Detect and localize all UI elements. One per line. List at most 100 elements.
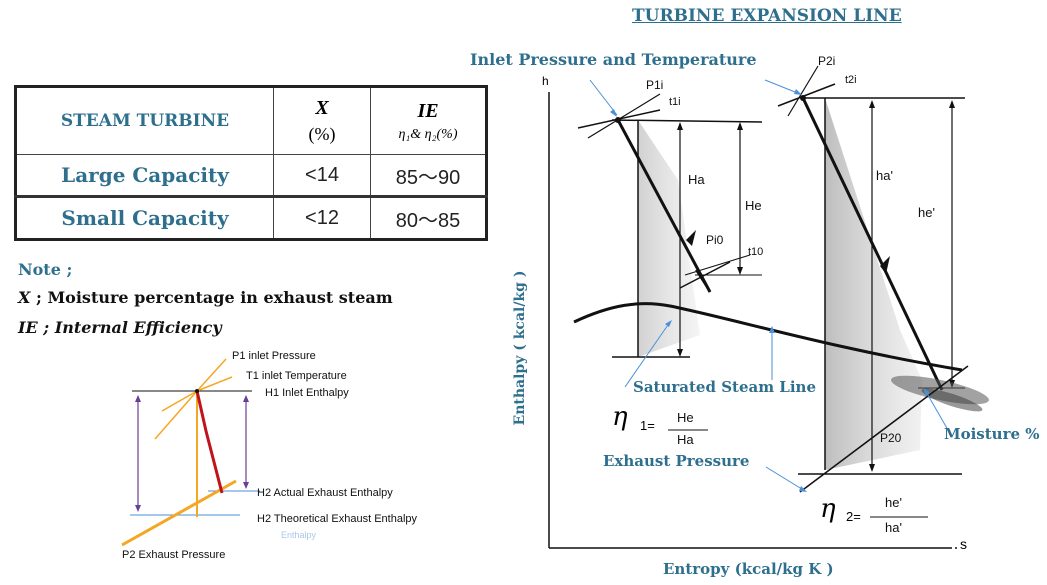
eta1-symbol: η: [612, 402, 628, 432]
label-h2-actual: H2 Actual Exhaust Enthalpy: [257, 487, 393, 499]
header-ie: IE η₁& η₂(%): [370, 86, 487, 155]
arrow-head: [869, 464, 875, 472]
note-line-2: IE ; Internal Efficiency: [18, 318, 222, 337]
moisture-smear: [891, 375, 989, 405]
arrow-head: [243, 395, 249, 402]
actual-expansion-line: [195, 390, 224, 494]
label-he-prime: he': [918, 205, 935, 220]
note-x-symbol: X: [18, 288, 31, 307]
arrow-head: [135, 505, 141, 512]
row-label: Small Capacity: [15, 196, 274, 240]
note-x-text: ; Moisture percentage in exhaust steam: [30, 288, 393, 307]
t2i-line: [787, 65, 819, 117]
pi0-line: [679, 261, 731, 289]
arrow-head: [924, 388, 930, 396]
arrow-head: [677, 349, 683, 357]
row-ie-text: 80〜85: [395, 209, 461, 232]
label-ha-prime: ha': [876, 168, 893, 183]
left-expansion-arrow: [686, 230, 696, 246]
t1-line-ext: [154, 390, 198, 440]
table-header-row: STEAM TURBINE X (%) IE η₁& η₂(%): [15, 86, 487, 155]
arrow-head: [737, 122, 743, 130]
left-expansion-line: [616, 119, 712, 293]
t1-line: [196, 376, 233, 392]
s-axis-label: s: [960, 536, 967, 552]
note-heading: Note ;: [18, 260, 73, 279]
label-ha: Ha: [688, 172, 705, 187]
header-x-unit: (%): [308, 124, 336, 144]
inlet-point-right: [800, 95, 806, 101]
page-title: TURBINE EXPANSION LINE: [632, 6, 902, 26]
eta1-denominator: Ha: [677, 432, 694, 447]
small-expansion-diagram: [121, 358, 260, 547]
arrow-head: [737, 267, 743, 275]
t1i-line: [587, 93, 661, 139]
label-p2: P2 Exhaust Pressure: [122, 549, 226, 561]
note-line-1: X ; Moisture percentage in exhaust steam: [18, 288, 393, 307]
row-x: <12: [273, 196, 371, 240]
row-label-text: Small Capacity: [61, 206, 229, 230]
exhaust-label: Exhaust Pressure: [603, 452, 750, 470]
inlet-label: Inlet Pressure and Temperature: [470, 50, 757, 69]
eta1-equals: 1=: [640, 418, 655, 433]
row-ie: 80〜85: [370, 196, 487, 240]
header-x: X (%): [273, 86, 371, 155]
row-x: <14: [273, 154, 371, 198]
row-x-text: <14: [305, 163, 339, 186]
pointer-inlet-left: [589, 79, 618, 116]
label-h2-theoretical: H2 Theoretical Exhaust Enthalpy: [257, 513, 417, 525]
row-label-text: Large Capacity: [61, 163, 229, 187]
eta2-symbol: η: [820, 494, 836, 524]
header-x-label: X: [315, 97, 329, 119]
row-ie: 85〜90: [370, 154, 487, 198]
inlet-point-left: [615, 117, 621, 123]
label-faint-enthalpy: Enthalpy: [281, 530, 317, 540]
arrow-head: [610, 109, 617, 117]
label-p2i: P2i: [818, 54, 836, 68]
p20-line: [799, 365, 969, 493]
p2-line: [121, 479, 237, 547]
label-t2i: t2i: [845, 74, 857, 86]
arrow-head: [243, 482, 249, 489]
arrow-head: [769, 326, 775, 333]
arrow-head: [949, 100, 955, 108]
p2i-line: [777, 83, 836, 107]
row-label: Large Capacity: [15, 154, 274, 198]
label-t1i: t1i: [669, 96, 681, 108]
t10-line: [684, 254, 751, 276]
arrow-head: [869, 100, 875, 108]
p1-line: [196, 358, 227, 392]
y-axis-label: Enthalpy ( kcal/kg ): [512, 270, 528, 426]
shaded-area-left: [638, 120, 700, 357]
arrow-head: [794, 89, 802, 95]
left-exhaust-stub: [695, 269, 711, 293]
arrow-head: [799, 486, 807, 492]
header-ie-label: IE: [417, 99, 439, 122]
row-ie-text: 85〜90: [395, 166, 461, 189]
x-axis-label: Entropy (kcal/kg K ): [663, 560, 834, 578]
label-p20: P20: [880, 431, 902, 445]
spec-table: STEAM TURBINE X (%) IE η₁& η₂(%) Large C…: [14, 85, 488, 241]
label-t1: T1 inlet Temperature: [246, 370, 347, 382]
sat-line-label: Saturated Steam Line: [633, 378, 817, 396]
label-he: He: [745, 198, 762, 213]
label-pi0: Pi0: [706, 233, 724, 247]
moisture-smear: [921, 388, 983, 412]
row-x-text: <12: [305, 206, 339, 229]
header-ie-unit: η₁& η₂(%): [398, 126, 458, 142]
saturated-steam-line: [573, 302, 963, 372]
inlet-point: [195, 389, 199, 393]
right-expansion-arrow: [880, 256, 890, 274]
label-t10: t10: [748, 246, 764, 258]
eta2-denominator: ha': [885, 520, 902, 535]
right-expansion-line: [801, 97, 944, 391]
table-row: Large Capacity <14 85〜90: [15, 154, 487, 198]
eta2-numerator: he': [885, 495, 902, 510]
shaded-area-right: [825, 98, 922, 470]
moisture-label: Moisture %: [944, 425, 1040, 443]
label-p1i: P1i: [646, 78, 664, 92]
pointer-inlet-right: [764, 79, 801, 95]
arrow-head: [135, 395, 141, 402]
pointer-exhaust-left: [624, 321, 671, 388]
p1-line-ext: [161, 390, 198, 412]
